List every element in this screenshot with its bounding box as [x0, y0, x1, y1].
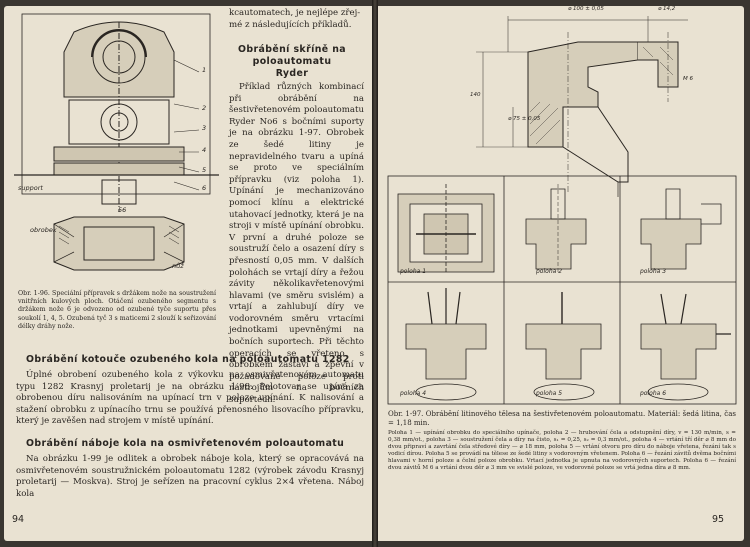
continued-text: kcautomatech, je nejlépe zřej-mé z násle… — [229, 8, 361, 30]
heading-housing-machining: Obrábění skříně na poloautomatu Ryder — [238, 44, 346, 79]
page-number-right: 95 — [712, 514, 725, 525]
body-gear-disc-machining: Úplné obrobení ozubeného kola z výkovku … — [16, 370, 364, 428]
position-6-label: poloha 6 — [640, 390, 667, 397]
body-hub-machining: Na obrázku 1-99 je odlitek a obrobek náb… — [16, 454, 364, 500]
fig-label-2: 2 — [202, 104, 207, 112]
page-number-left: 94 — [12, 514, 25, 525]
fig-label-5: 5 — [202, 166, 207, 174]
page-94: 1 2 3 4 5 6 support obrobek nůž 56 Obr. … — [4, 6, 372, 541]
figure-1-97-detail: Poloha 1 — upínání obrobku do speciálníh… — [388, 430, 736, 472]
figure-1-96-drawing — [14, 13, 219, 271]
book-gutter — [372, 0, 378, 547]
position-3-label: poloha 3 — [640, 268, 667, 275]
paragraph-gear: Úplné obrobení ozubeného kola z výkovku … — [16, 370, 364, 427]
body-housing-machining: Příklad různých kombinací při obrábění n… — [229, 82, 364, 407]
heading-gear-disc-machining: Obrábění kotouče ozubeného kola na poloa… — [26, 354, 350, 365]
fig-label-support: support — [18, 184, 43, 192]
position-4-label: poloha 4 — [400, 390, 427, 397]
dim-bore-diameter: ⌀ 75 ± 0,05 — [508, 116, 541, 122]
position-1-label: poloha 1 — [400, 268, 427, 275]
dim-top-diameter: ⌀ 100 ± 0,05 — [568, 6, 604, 12]
fig-label-3: 3 — [202, 124, 207, 132]
fig-label-1: 1 — [202, 66, 207, 74]
paragraph-hub: Na obrázku 1-99 je odlitek a obrobek náb… — [16, 454, 364, 499]
dim-height: 140 — [470, 92, 481, 98]
fig-label-workpiece: obrobek — [30, 226, 57, 234]
position-5-label: poloha 5 — [536, 390, 563, 397]
heading-hub-machining: Obrábění náboje kola na osmivřetenovém p… — [26, 438, 345, 449]
paragraph-housing: Příklad různých kombinací při obrábění n… — [229, 82, 364, 406]
fig-label-dim: 56 — [118, 206, 127, 214]
figure-1-96-caption: Obr. 1-96. Speciální přípravek s držákem… — [18, 290, 216, 330]
fig-label-4: 4 — [202, 146, 207, 154]
dim-thread: M 6 — [683, 76, 693, 82]
position-2-label: poloha 2 — [536, 268, 563, 275]
figure-1-97-positions-grid — [387, 175, 737, 405]
page-95: ⌀ 100 ± 0,05 ⌀ 14,2 140 ⌀ 75 ± 0,05 M 6 — [378, 6, 744, 541]
fig-label-6: 6 — [202, 184, 207, 192]
figure-1-97-main-drawing — [476, 16, 688, 197]
figure-1-97-title: Obr. 1-97. Obrábění litinového tělesa na… — [388, 410, 736, 427]
fig-label-knife: nůž — [172, 262, 184, 270]
dim-small-diameter: ⌀ 14,2 — [658, 6, 676, 12]
